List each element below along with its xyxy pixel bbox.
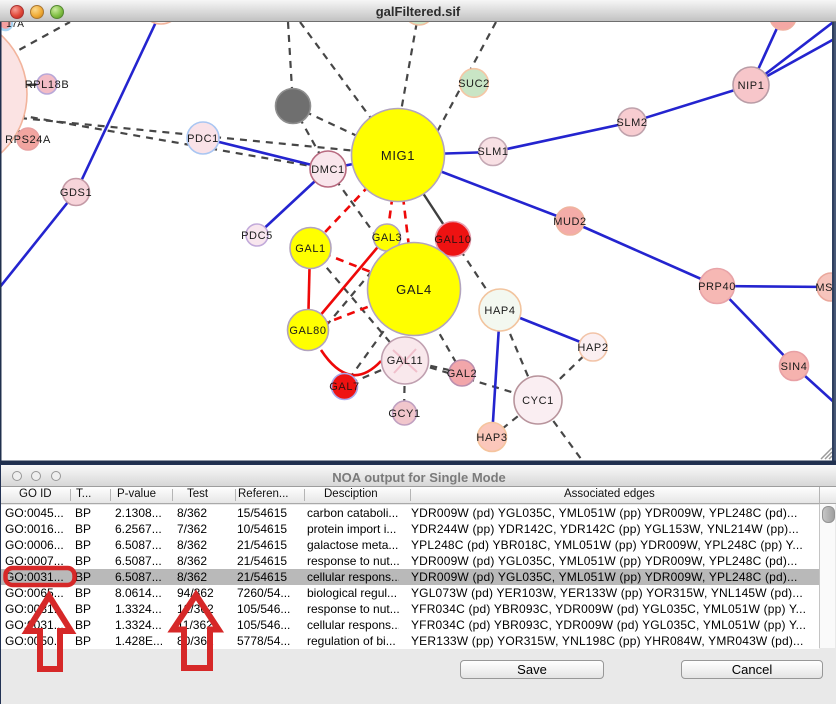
svg-text:GAL1: GAL1 bbox=[295, 243, 326, 255]
svg-text:DMC1: DMC1 bbox=[311, 164, 345, 176]
svg-text:GAL7: GAL7 bbox=[329, 381, 360, 393]
svg-text:PRP40: PRP40 bbox=[698, 281, 736, 293]
svg-text:HAP4: HAP4 bbox=[484, 305, 515, 317]
svg-text:SLM2: SLM2 bbox=[616, 117, 647, 129]
svg-text:17A: 17A bbox=[6, 22, 24, 30]
svg-text:GDS1: GDS1 bbox=[60, 187, 92, 199]
svg-text:CYC1: CYC1 bbox=[522, 395, 554, 407]
svg-text:GAL2: GAL2 bbox=[447, 368, 478, 380]
svg-text:RPS24A: RPS24A bbox=[5, 134, 51, 146]
svg-text:PDC5: PDC5 bbox=[241, 230, 273, 242]
svg-text:GAL3: GAL3 bbox=[372, 232, 403, 244]
svg-text:PDC1: PDC1 bbox=[187, 133, 219, 145]
svg-text:MUD2: MUD2 bbox=[553, 216, 587, 228]
svg-text:SUC2: SUC2 bbox=[458, 78, 490, 90]
svg-text:GAL80: GAL80 bbox=[289, 325, 326, 337]
svg-text:MIG1: MIG1 bbox=[381, 148, 415, 163]
svg-text:GAL11: GAL11 bbox=[387, 355, 423, 367]
svg-text:HAP2: HAP2 bbox=[577, 342, 608, 354]
svg-text:GAL10: GAL10 bbox=[434, 234, 471, 246]
svg-text:GCY1: GCY1 bbox=[388, 408, 420, 420]
svg-text:GAL4: GAL4 bbox=[396, 282, 432, 297]
svg-text:SIN4: SIN4 bbox=[781, 361, 808, 373]
svg-text:SLM1: SLM1 bbox=[477, 146, 508, 158]
svg-text:RPL18B: RPL18B bbox=[25, 79, 70, 91]
svg-text:NIP1: NIP1 bbox=[738, 80, 765, 92]
svg-text:MSI: MSI bbox=[815, 282, 836, 294]
svg-text:HAP3: HAP3 bbox=[476, 432, 507, 444]
